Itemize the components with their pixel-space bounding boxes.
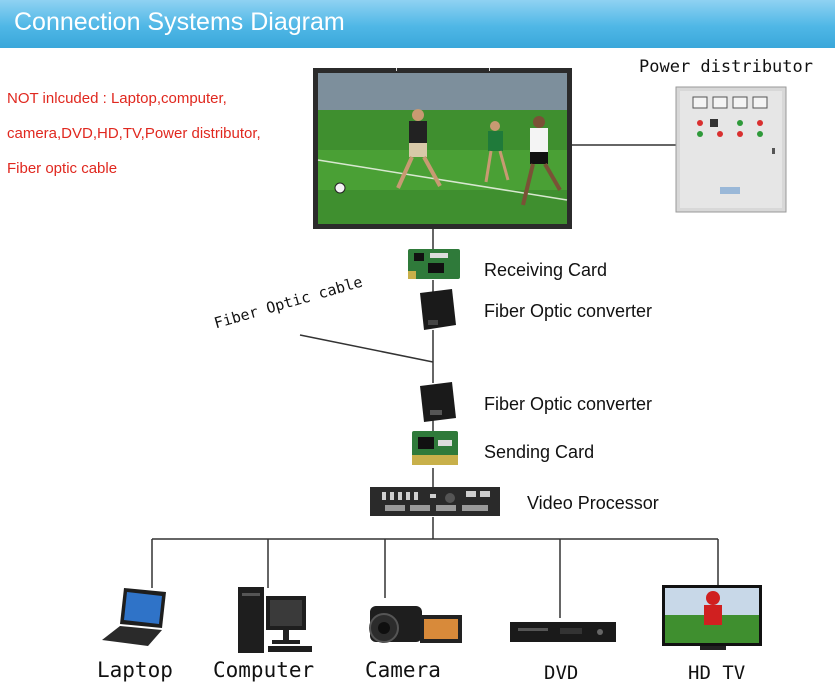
fiber-converter-top-label: Fiber Optic converter [484,301,653,321]
sending-card-image [412,431,458,465]
sending-card-label: Sending Card [484,442,595,462]
hdtv-label: HD TV [688,662,746,684]
camera-label: Camera [365,658,441,682]
player-3 [484,121,510,183]
connector-lines [151,144,719,618]
diagram-title: Connection Systems Diagram [14,8,345,36]
fiber-pointer [299,334,434,363]
player-1 [396,109,442,189]
receiving-card-image [408,249,460,279]
note-line-2: camera,DVD,HD,TV,Power distributor, [7,125,261,142]
laptop-image [102,588,166,646]
receiving-card-label: Receiving Card [484,260,608,280]
fiber-converter-bottom-label: Fiber Optic converter [484,394,653,414]
laptop-label: Laptop [97,658,173,682]
computer-label: Computer [213,658,315,682]
video-processor-image [370,487,500,516]
computer-image [238,587,312,653]
power-distributor-label: Power distributor [639,57,813,77]
hdtv-image [662,585,762,650]
dvd-image [510,622,616,642]
note-line-1: NOT inlcuded : Laptop,computer, [7,90,227,107]
video-processor-label: Video Processor [527,493,659,513]
fiber-converter-bottom-image [420,382,456,422]
dvd-label: DVD [544,662,579,684]
led-screen [313,68,572,229]
power-distributor-cabinet [675,86,787,213]
note-line-3: Fiber optic cable [7,160,118,177]
player-2 [521,116,562,206]
header-bar [0,0,835,48]
camera-image [369,606,462,643]
fiber-converter-top-image [420,289,456,330]
